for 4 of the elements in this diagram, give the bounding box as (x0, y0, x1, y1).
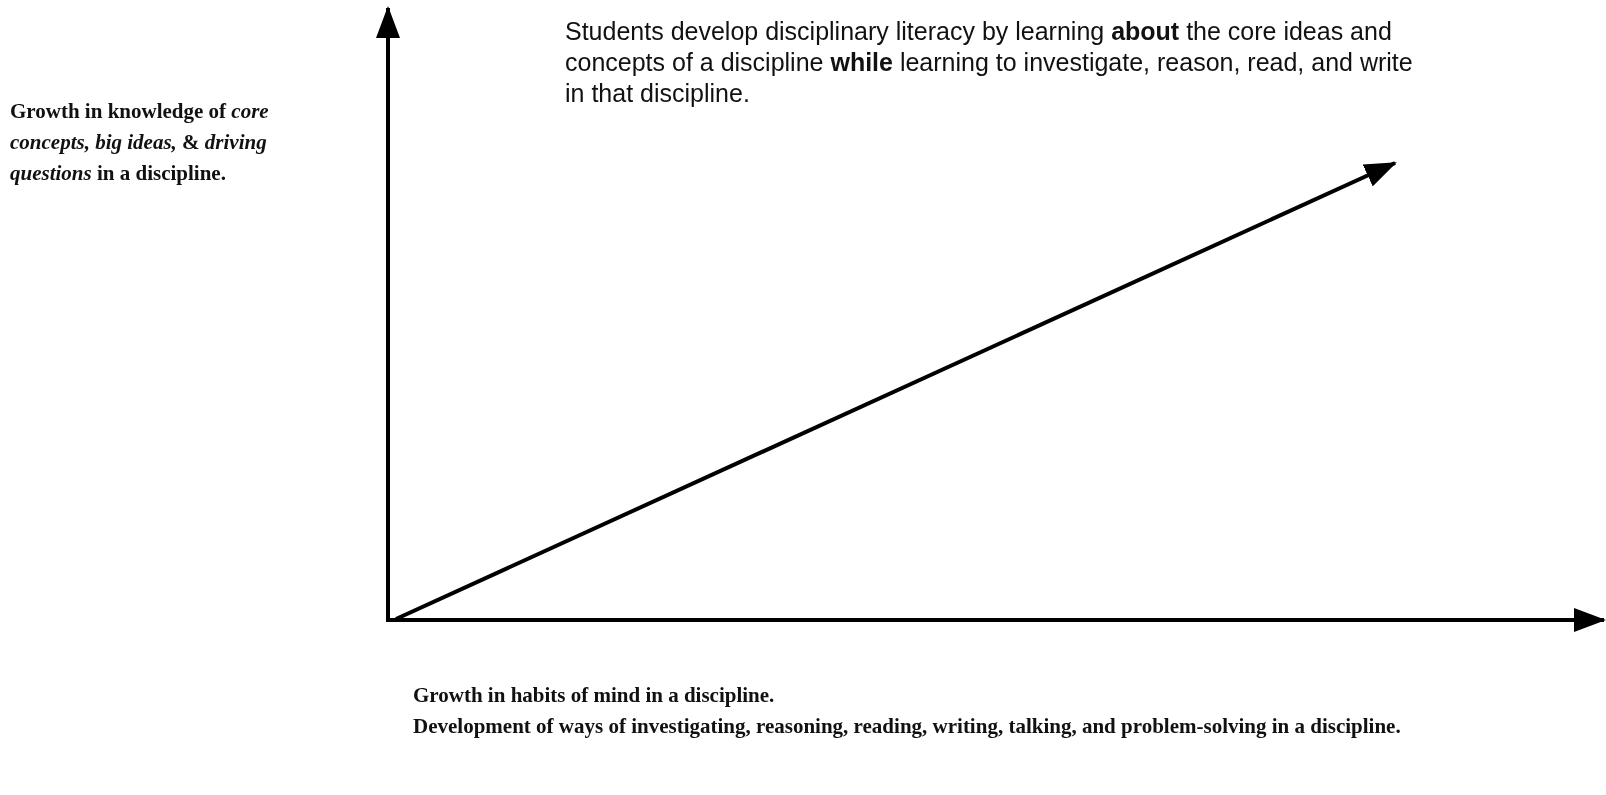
axis-label: Development of ways of investigating, reasoning, reading, writing, talking, and problem-solving in a discipline. (413, 713, 1401, 740)
description-text: Students develop disciplinary literacy by learning about the core ideas and concepts of a discipline while learning to investigate, reason, read, and write in that discipline. (565, 16, 1414, 109)
axis-label: Growth in habits of mind in a discipline. (413, 682, 775, 709)
axis-label: Growth in knowledge of core concepts, big ideas, & driving questions in a discipline. (10, 98, 270, 187)
